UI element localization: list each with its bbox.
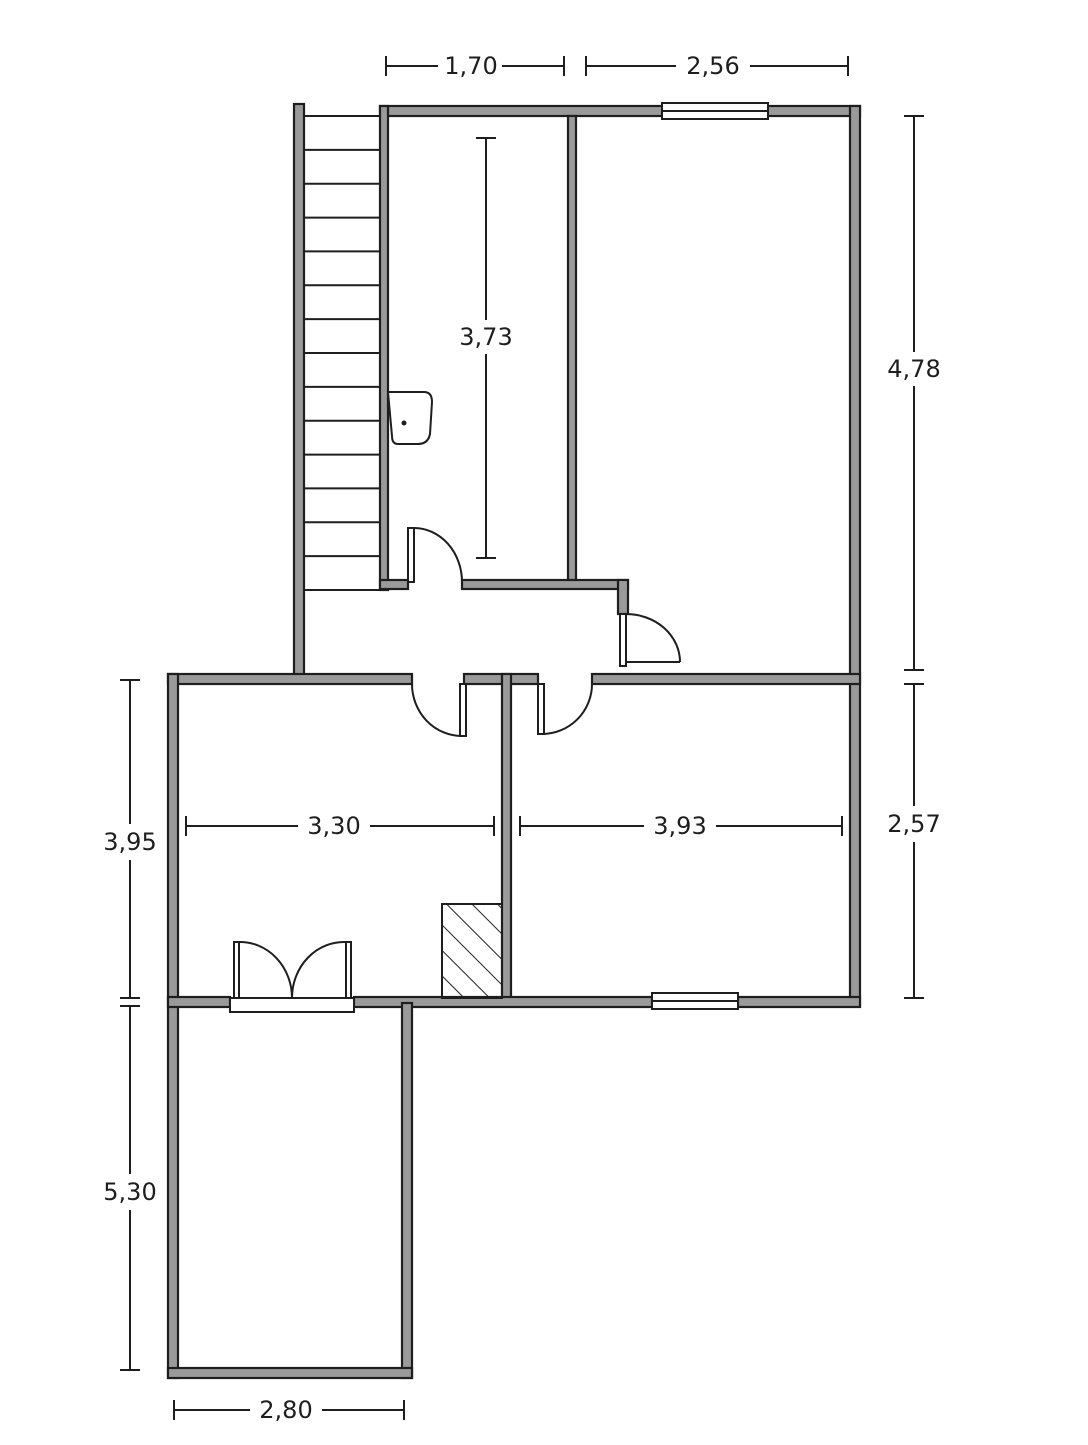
wall-mid-partition — [500, 672, 513, 1008]
door-bathroom — [407, 527, 463, 583]
door-room-right — [537, 683, 593, 735]
dim-left-middle: 3,95 — [96, 679, 164, 999]
dim-label-room-right: 3,93 — [653, 812, 706, 840]
dim-room-left: 3,30 — [185, 810, 495, 842]
sink — [386, 391, 434, 445]
dim-label-top-right: 2,56 — [686, 52, 739, 80]
dim-bathroom: 3,73 — [454, 137, 518, 559]
dim-right-lower: 2,57 — [880, 683, 948, 999]
windows — [229, 102, 769, 1013]
wall-mid-right — [590, 672, 862, 686]
chimney — [441, 903, 503, 999]
dim-label-top-left: 1,70 — [444, 52, 497, 80]
dim-left-lower: 5,30 — [96, 1005, 164, 1371]
dim-label-right-lower: 2,57 — [887, 810, 940, 838]
dim-label-left-middle: 3,95 — [103, 828, 156, 856]
staircase — [303, 115, 381, 591]
wall-mid-left — [166, 672, 414, 686]
dim-bottom: 2,80 — [173, 1394, 405, 1426]
door-balcony-double — [233, 940, 352, 999]
wall-bath-bottom — [460, 578, 630, 591]
wall-bath-bedroom — [566, 114, 578, 584]
dim-room-right: 3,93 — [519, 810, 843, 842]
wall-bottom — [166, 1366, 414, 1380]
dim-right-upper: 4,78 — [880, 115, 948, 671]
doors — [233, 527, 681, 999]
wall-stair-left — [292, 102, 306, 684]
wall-lower-right — [736, 995, 862, 1009]
wall-bottom-right — [400, 1001, 414, 1380]
dim-label-left-lower: 5,30 — [103, 1178, 156, 1206]
door-room-left — [411, 683, 467, 737]
wall-lower-left — [166, 995, 232, 1009]
wall-left-outer — [166, 672, 180, 1380]
wall-stair-right — [378, 104, 390, 592]
wall-bath-bottom-left — [378, 578, 410, 591]
balcony-door-sill — [229, 997, 355, 1013]
stair-steps — [304, 148, 380, 558]
dimension-lines: 1,70 2,56 3,73 4,78 — [96, 52, 948, 1426]
dim-top-left: 1,70 — [385, 52, 565, 80]
wall-top — [378, 104, 862, 118]
dim-label-right-upper: 4,78 — [887, 355, 940, 383]
wall-right-upper — [848, 104, 862, 1008]
dim-top-right: 2,56 — [585, 52, 849, 80]
wall-hall-jog — [616, 578, 630, 616]
dim-label-room-left: 3,30 — [307, 812, 360, 840]
dim-label-bottom: 2,80 — [259, 1396, 312, 1424]
walls — [166, 102, 862, 1380]
door-bedroom-upper — [619, 613, 681, 667]
dim-label-bathroom: 3,73 — [459, 323, 512, 351]
